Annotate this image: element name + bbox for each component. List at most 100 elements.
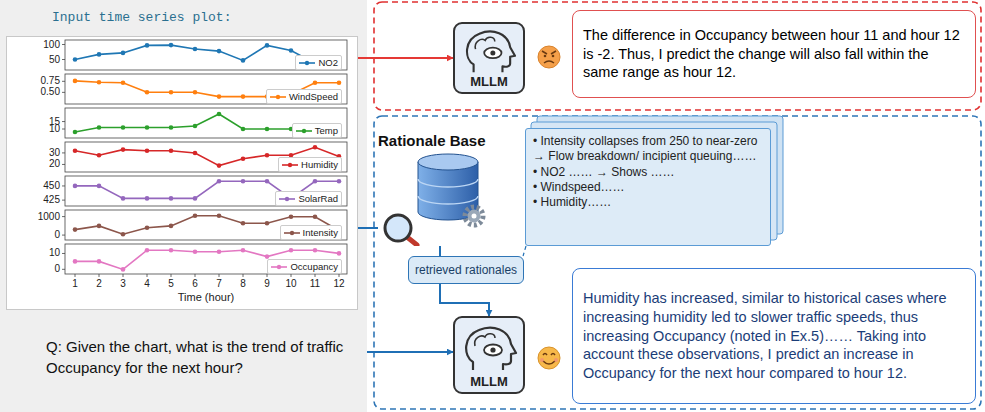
y-tick bbox=[62, 121, 65, 122]
y-tick bbox=[62, 269, 65, 270]
series-marker bbox=[97, 184, 102, 189]
legend-sample bbox=[270, 93, 286, 101]
series-marker bbox=[289, 48, 294, 53]
series-marker bbox=[265, 153, 270, 158]
legend-entry: Intensity bbox=[280, 225, 342, 240]
series-marker bbox=[121, 125, 126, 130]
legend-marker bbox=[285, 196, 289, 200]
series-marker bbox=[73, 57, 78, 62]
subplot-frame bbox=[65, 40, 347, 70]
legend-sample bbox=[282, 161, 298, 169]
y-tick-label: 10 bbox=[7, 123, 60, 135]
series-marker bbox=[313, 80, 318, 85]
cylinder-band bbox=[418, 196, 478, 204]
mllm-label: MLLM bbox=[455, 374, 523, 389]
y-tick bbox=[62, 44, 65, 45]
series-marker bbox=[265, 127, 270, 132]
series-marker bbox=[193, 90, 198, 95]
y-tick bbox=[62, 92, 65, 93]
legend-sample bbox=[296, 127, 312, 135]
x-tick-label: 11 bbox=[303, 278, 327, 290]
legend-entry: WindSpeed bbox=[266, 89, 342, 104]
cylinder-top bbox=[418, 154, 478, 170]
series-marker bbox=[145, 125, 150, 130]
y-tick bbox=[62, 129, 65, 130]
series-marker bbox=[241, 156, 246, 161]
series-marker bbox=[97, 224, 102, 229]
series-marker bbox=[217, 94, 222, 99]
series-marker bbox=[145, 226, 150, 231]
series-marker bbox=[97, 259, 102, 264]
legend-marker bbox=[288, 162, 292, 166]
x-tick-label: 8 bbox=[231, 278, 255, 290]
series-marker bbox=[73, 79, 78, 84]
legend-text: Temp bbox=[315, 125, 338, 136]
eye bbox=[484, 345, 502, 356]
legend-entry: Temp bbox=[292, 123, 342, 138]
question-text: Q: Given the chart, what is the trend of… bbox=[46, 336, 364, 378]
series-marker bbox=[193, 250, 198, 255]
y-tick bbox=[62, 164, 65, 165]
series-marker bbox=[73, 259, 78, 264]
connector bbox=[358, 227, 378, 229]
legend-marker bbox=[277, 264, 281, 268]
series-marker bbox=[337, 179, 342, 184]
series-marker bbox=[193, 196, 198, 201]
series-marker bbox=[169, 148, 174, 153]
cylinder-band bbox=[418, 179, 478, 187]
series-marker bbox=[217, 214, 222, 219]
connector bbox=[439, 246, 441, 256]
x-tick-label: 9 bbox=[255, 278, 279, 290]
series-marker bbox=[313, 214, 318, 219]
connector bbox=[358, 57, 453, 59]
magnifier-lens bbox=[385, 215, 411, 241]
series-marker bbox=[337, 251, 342, 256]
gear-hole bbox=[472, 214, 477, 219]
y-tick-label: 425 bbox=[7, 194, 60, 206]
pupil bbox=[490, 347, 495, 352]
subplot-frame bbox=[65, 210, 347, 240]
series-marker bbox=[169, 248, 174, 253]
legend-text: Intensity bbox=[303, 227, 338, 238]
x-tick bbox=[147, 274, 148, 277]
y-tick-label: 50 bbox=[7, 54, 60, 66]
series-marker bbox=[169, 196, 174, 201]
subplot-frame bbox=[65, 74, 347, 104]
text-holder: Humidity has increased, similar to histo… bbox=[583, 289, 965, 383]
head-outline bbox=[466, 328, 516, 370]
series-marker bbox=[121, 267, 126, 272]
database-icon bbox=[378, 152, 496, 246]
legend-text: SolarRad bbox=[298, 193, 338, 204]
y-tick-label: 20 bbox=[7, 158, 60, 170]
series-marker bbox=[169, 43, 174, 48]
series-marker bbox=[145, 148, 150, 153]
y-tick-label: 1000 bbox=[7, 211, 60, 223]
series-marker bbox=[313, 248, 318, 253]
retrieved-rationales-box: retrieved rationales bbox=[408, 256, 524, 284]
series-marker bbox=[217, 49, 222, 54]
series-marker bbox=[337, 80, 342, 85]
series-marker bbox=[121, 80, 126, 85]
y-tick-label: 100 bbox=[7, 39, 60, 51]
rationale-bullet: • Intensity collapses from 250 to near-z… bbox=[533, 134, 763, 165]
rationale-bullet: • NO2 …… → Shows …… bbox=[533, 165, 763, 180]
legend-entry: Humidity bbox=[278, 157, 342, 172]
mllm-label: MLLM bbox=[455, 74, 523, 89]
series-marker bbox=[73, 184, 78, 189]
x-tick bbox=[219, 274, 220, 277]
series-marker bbox=[121, 232, 126, 237]
gear-teeth bbox=[465, 207, 483, 225]
mllm-box: MLLM bbox=[453, 316, 525, 394]
x-tick-label: 4 bbox=[135, 278, 159, 290]
legend-text: WindSpeed bbox=[289, 91, 338, 102]
series-marker bbox=[313, 145, 318, 150]
series-marker bbox=[145, 90, 150, 95]
legend-sample bbox=[279, 195, 295, 203]
x-tick bbox=[99, 274, 100, 277]
head-outline bbox=[467, 31, 515, 72]
rationale-bullet: • Windspeed…… bbox=[533, 180, 763, 195]
y-tick-label: 0.50 bbox=[7, 86, 60, 98]
series-marker bbox=[145, 43, 150, 48]
series-marker bbox=[193, 214, 198, 219]
legend-entry: SolarRad bbox=[275, 191, 342, 206]
